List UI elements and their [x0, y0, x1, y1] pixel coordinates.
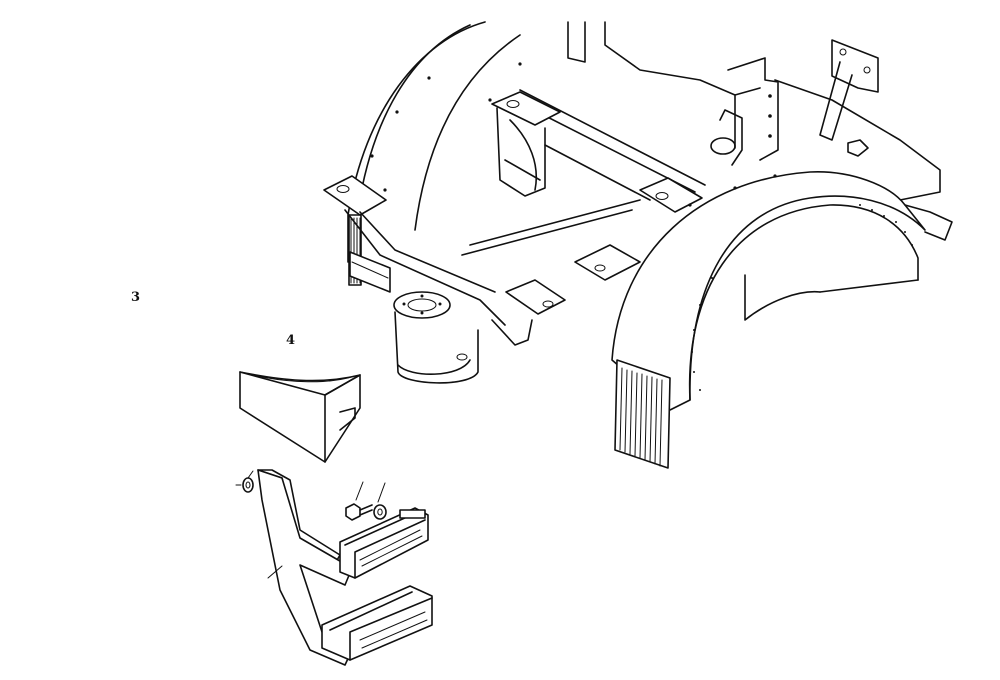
lower-right-pad [574, 244, 641, 281]
mud-flap [614, 359, 671, 469]
part-4-wedge-cover [239, 371, 361, 463]
left-mounting-pad [323, 175, 506, 326]
fastener-bolt [345, 481, 373, 521]
pivot-column [393, 291, 479, 384]
callout-3: 3 [131, 290, 141, 305]
left-lower-block [349, 251, 391, 293]
upper-mounting-pad [491, 91, 561, 197]
part-3-step-bracket [257, 469, 433, 666]
right-mounting-pad [639, 177, 703, 213]
top-right-bracket [774, 39, 941, 201]
chassis-frame [323, 21, 941, 384]
callout-4: 4 [286, 333, 296, 348]
fastener-washer-left [235, 470, 254, 493]
right-fender [611, 171, 953, 469]
fastener-washer-right [373, 482, 387, 520]
fender-edge-speckle [691, 204, 913, 391]
lower-pivot-pad [491, 279, 566, 346]
